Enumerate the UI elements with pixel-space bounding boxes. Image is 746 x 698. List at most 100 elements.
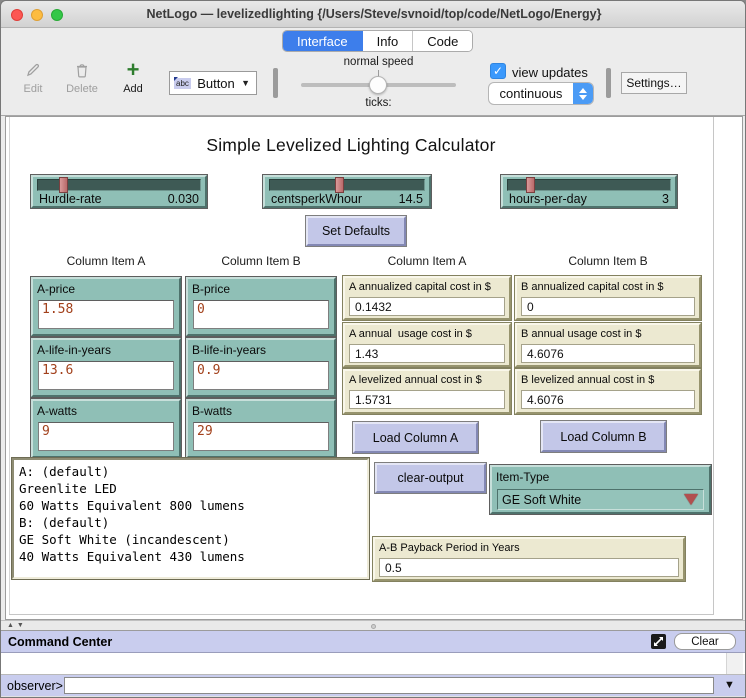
input-b-life-in-years[interactable]: B-life-in-years 0.9 (186, 338, 336, 397)
pencil-icon (13, 60, 53, 80)
input-label: A-price (33, 279, 179, 296)
column-header-left-a: Column Item A (31, 254, 181, 268)
slider-track[interactable] (269, 179, 425, 191)
monitor-label: A annualized capital cost in $ (345, 278, 509, 293)
command-center-output (1, 653, 746, 675)
slider-track[interactable] (37, 179, 201, 191)
slider-hours-per-day[interactable]: hours-per-day 3 (501, 175, 677, 208)
view-updates-checkbox[interactable]: ✓ (490, 63, 506, 79)
button-widget-icon: abc (174, 78, 191, 89)
input-a-watts[interactable]: A-watts 9 (31, 399, 181, 458)
stepper-arrows-icon (573, 82, 593, 105)
input-field[interactable]: 0 (193, 300, 329, 329)
canvas-right-bound (713, 117, 714, 614)
title-bar: NetLogo — levelizedlighting {/Users/Stev… (1, 1, 746, 28)
tab-interface[interactable]: Interface (283, 31, 363, 51)
input-field[interactable]: 0.9 (193, 361, 329, 390)
input-b-watts[interactable]: B-watts 29 (186, 399, 336, 458)
slider-value: 14.5 (399, 192, 423, 206)
monitor-label: B annual usage cost in $ (517, 325, 699, 340)
monitor-label: A annual usage cost in $ (345, 325, 509, 340)
scrollbar-track[interactable] (726, 653, 743, 674)
input-a-price[interactable]: A-price 1.58 (31, 277, 181, 336)
command-input-row: observer> ▼ (1, 675, 746, 696)
speed-slider-handle[interactable] (369, 76, 387, 94)
tab-code[interactable]: Code (413, 31, 472, 51)
chooser-selected[interactable]: GE Soft White (497, 489, 704, 510)
command-center-title: Command Center (8, 635, 112, 649)
monitor-b-annualized-capital: B annualized capital cost in $ 0 (515, 276, 701, 320)
slider-handle[interactable] (335, 177, 344, 193)
monitor-value: 1.43 (350, 347, 378, 361)
monitor-value: 4.6076 (522, 347, 564, 361)
input-value: 1.58 (39, 301, 173, 317)
expand-icon[interactable] (651, 634, 666, 649)
observer-prompt: observer> (7, 679, 63, 693)
edit-button[interactable]: Edit (13, 60, 53, 95)
command-center-splitter[interactable]: ▲▼ (1, 620, 746, 631)
monitor-b-levelized-annual: B levelized annual cost in $ 4.6076 (515, 369, 701, 414)
input-a-life-in-years[interactable]: A-life-in-years 13.6 (31, 338, 181, 397)
set-defaults-button[interactable]: Set Defaults (306, 216, 406, 246)
tab-info[interactable]: Info (363, 31, 414, 51)
slider-name: centsperkWhour (271, 192, 362, 206)
slider-hurdle-rate[interactable]: Hurdle-rate 0.030 (31, 175, 207, 208)
slider-name: hours-per-day (509, 192, 587, 206)
slider-track[interactable] (507, 179, 671, 191)
monitor-value: 0 (522, 300, 534, 314)
widget-type-dropdown[interactable]: abc Button ▼ (169, 71, 257, 95)
output-line: GE Soft White (incandescent) (19, 531, 362, 548)
edit-label: Edit (13, 83, 53, 95)
output-line: Greenlite LED (19, 480, 362, 497)
view-updates-label: view updates (512, 65, 588, 80)
settings-button[interactable]: Settings… (621, 72, 687, 94)
item-type-chooser[interactable]: Item-Type GE Soft White (490, 465, 711, 514)
input-label: B-watts (188, 401, 334, 418)
load-column-b-button[interactable]: Load Column B (541, 421, 666, 452)
monitor-a-annual-usage: A annual usage cost in $ 1.43 (343, 323, 511, 367)
input-field[interactable]: 9 (38, 422, 174, 451)
slider-name: Hurdle-rate (39, 192, 102, 206)
output-line: 60 Watts Equivalent 800 lumens (19, 497, 362, 514)
chooser-value: GE Soft White (498, 493, 684, 507)
column-header-right-a: Column Item A (343, 254, 511, 268)
delete-button[interactable]: Delete (59, 60, 105, 95)
window-title: NetLogo — levelizedlighting {/Users/Stev… (1, 7, 746, 21)
input-b-price[interactable]: B-price 0 (186, 277, 336, 336)
input-field[interactable]: 13.6 (38, 361, 174, 390)
chooser-dropdown-icon (684, 494, 698, 505)
slider-value: 3 (662, 192, 669, 206)
slider-handle[interactable] (526, 177, 535, 193)
input-label: A-watts (33, 401, 179, 418)
slider-handle[interactable] (59, 177, 68, 193)
delete-label: Delete (59, 83, 105, 95)
tab-bar: Interface Info Code (282, 30, 473, 52)
monitor-value: 0.5 (380, 561, 402, 575)
splitter-handle-icon[interactable] (371, 624, 376, 629)
load-column-a-button[interactable]: Load Column A (353, 422, 478, 453)
input-field[interactable]: 29 (193, 422, 329, 451)
clear-output-button[interactable]: clear-output (375, 463, 486, 493)
column-header-right-b: Column Item B (515, 254, 701, 268)
monitor-b-annual-usage: B annual usage cost in $ 4.6076 (515, 323, 701, 367)
monitor-label: B annualized capital cost in $ (517, 278, 699, 293)
canvas-bottom-bound (9, 614, 714, 615)
history-dropdown-icon[interactable]: ▼ (724, 679, 735, 691)
clear-button[interactable]: Clear (674, 633, 736, 650)
add-label: Add (115, 83, 151, 95)
toolbar-separator (606, 68, 611, 98)
widget-type-value: Button (191, 76, 241, 91)
chevron-down-icon: ▼ (241, 78, 250, 88)
toolbar-separator (273, 68, 278, 98)
monitor-a-annualized-capital: A annualized capital cost in $ 0.1432 (343, 276, 511, 320)
input-value: 29 (194, 423, 328, 439)
slider-centsperkwhour[interactable]: centsperkWhour 14.5 (263, 175, 431, 208)
command-input[interactable] (64, 677, 714, 694)
add-button[interactable]: + Add (115, 60, 151, 95)
update-mode-dropdown[interactable]: continuous (488, 82, 594, 105)
input-field[interactable]: 1.58 (38, 300, 174, 329)
update-mode-value: continuous (489, 86, 573, 101)
splitter-arrows-icon[interactable]: ▲▼ (7, 622, 27, 629)
monitor-label: B levelized annual cost in $ (517, 371, 699, 386)
